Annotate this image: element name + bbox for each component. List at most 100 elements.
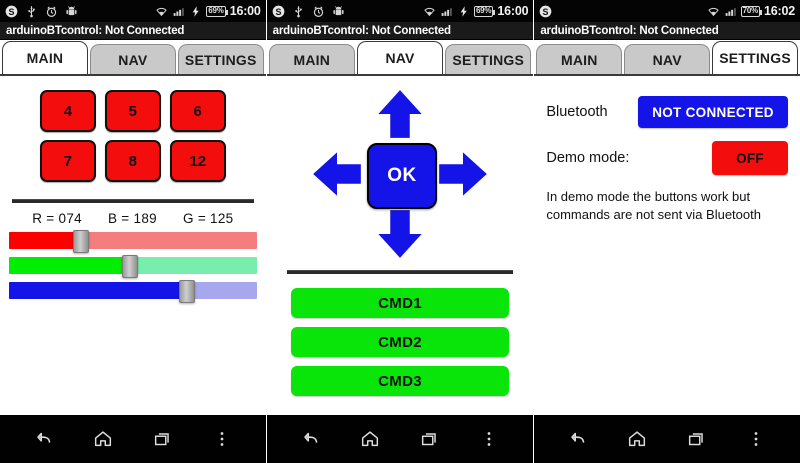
screen-divider xyxy=(533,0,535,463)
status-bar-right-icons: 69% 16:00 xyxy=(155,4,261,18)
status-bar: S 70% 16:02 xyxy=(534,0,800,22)
battery-indicator: 69% xyxy=(473,5,496,17)
bluetooth-status-button[interactable]: NOT CONNECTED xyxy=(638,96,789,128)
tab-underline xyxy=(534,74,800,76)
menu-button[interactable] xyxy=(472,422,506,456)
slider-red-thumb[interactable] xyxy=(72,230,89,253)
demo-mode-toggle[interactable]: OFF xyxy=(712,141,789,175)
slider-blue-thumb[interactable] xyxy=(179,280,196,303)
back-button[interactable] xyxy=(561,422,595,456)
charging-icon xyxy=(457,5,470,18)
tab-nav[interactable]: NAV xyxy=(624,44,711,74)
tab-main[interactable]: MAIN xyxy=(2,41,88,74)
charging-icon xyxy=(189,5,202,18)
tab-nav[interactable]: NAV xyxy=(356,41,444,74)
arrow-down-icon[interactable] xyxy=(374,208,426,260)
skype-icon: S xyxy=(5,5,18,18)
tab-bar: MAIN NAV SETTINGS xyxy=(266,40,534,74)
cmd2-button[interactable]: CMD2 xyxy=(290,327,510,357)
svg-text:S: S xyxy=(543,6,549,16)
home-button[interactable] xyxy=(353,422,387,456)
recents-button[interactable] xyxy=(146,422,180,456)
tab-main-label: MAIN xyxy=(293,51,331,68)
num-button-5[interactable]: 5 xyxy=(104,90,161,132)
tab-settings-label: SETTINGS xyxy=(184,51,257,68)
arrow-up-icon[interactable] xyxy=(374,88,426,140)
cmd2-label: CMD2 xyxy=(378,333,422,351)
clock: 16:00 xyxy=(229,4,261,18)
status-bar: S 69% 16:00 xyxy=(0,0,266,22)
tab-settings[interactable]: SETTINGS xyxy=(177,44,264,74)
rgb-label-g: G = 125 xyxy=(182,211,234,226)
signal-icon xyxy=(724,5,737,18)
tab-underline xyxy=(266,74,534,76)
num-button-8[interactable]: 8 xyxy=(104,140,161,182)
back-button[interactable] xyxy=(27,422,61,456)
tab-main[interactable]: MAIN xyxy=(536,44,623,74)
home-button[interactable] xyxy=(620,422,654,456)
arrow-left-icon[interactable] xyxy=(311,148,363,200)
clock: 16:00 xyxy=(497,4,529,18)
tab-main-label: MAIN xyxy=(26,50,64,66)
menu-button[interactable] xyxy=(205,422,239,456)
num-button-12-label: 12 xyxy=(189,152,207,170)
slider-red[interactable] xyxy=(9,230,257,253)
skype-icon: S xyxy=(272,5,285,18)
wifi-icon xyxy=(155,5,168,18)
num-button-7[interactable]: 7 xyxy=(40,140,96,182)
num-button-5-label: 5 xyxy=(128,102,137,120)
status-bar-left-icons: S xyxy=(539,5,706,18)
numeric-button-grid: 4 5 6 7 8 12 xyxy=(0,76,266,182)
svg-text:S: S xyxy=(9,6,15,16)
app-title-bar: arduinoBTcontrol: Not Connected xyxy=(266,22,534,40)
settings-panel-body: Bluetooth NOT CONNECTED Demo mode: OFF I… xyxy=(534,76,800,415)
recents-button[interactable] xyxy=(680,422,714,456)
screen-nav: S 69% 16:00 arduinoBTcontrol: Not Connec… xyxy=(266,0,534,463)
arrow-right-icon[interactable] xyxy=(437,148,489,200)
slider-blue-fill xyxy=(9,282,188,299)
battery-percent: 69% xyxy=(475,6,492,15)
dpad: OK xyxy=(305,88,495,260)
tab-main-label: MAIN xyxy=(561,51,598,68)
rgb-value-row: R = 074 B = 189 G = 125 xyxy=(0,211,266,226)
tab-settings-label: SETTINGS xyxy=(452,51,525,68)
back-button[interactable] xyxy=(294,422,328,456)
demo-mode-status-label: OFF xyxy=(736,150,764,166)
recents-button[interactable] xyxy=(413,422,447,456)
slider-blue[interactable] xyxy=(9,280,257,303)
status-bar-left-icons: S xyxy=(272,5,423,18)
tab-settings-label: SETTINGS xyxy=(719,50,791,66)
tab-settings[interactable]: SETTINGS xyxy=(712,41,799,74)
alarm-icon xyxy=(45,5,58,18)
tab-settings[interactable]: SETTINGS xyxy=(445,44,532,74)
num-button-12[interactable]: 12 xyxy=(169,140,226,182)
android-icon xyxy=(332,5,345,18)
menu-button[interactable] xyxy=(739,422,773,456)
wifi-icon xyxy=(423,5,436,18)
android-icon xyxy=(65,5,78,18)
screen-settings: S 70% 16:02 arduinoBTcontrol: Not Connec… xyxy=(534,0,800,463)
num-button-4[interactable]: 4 xyxy=(40,90,96,132)
status-bar-right-icons: 69% 16:00 xyxy=(423,4,529,18)
slider-green[interactable] xyxy=(9,255,257,278)
tab-nav[interactable]: NAV xyxy=(89,44,176,74)
tab-bar: MAIN NAV SETTINGS xyxy=(0,40,266,74)
system-nav-bar xyxy=(534,415,800,463)
battery-indicator: 70% xyxy=(740,5,763,17)
ok-button-label: OK xyxy=(387,165,417,186)
divider xyxy=(286,270,514,274)
num-button-6[interactable]: 6 xyxy=(169,90,226,132)
wifi-icon xyxy=(707,5,720,18)
home-button[interactable] xyxy=(86,422,120,456)
demo-mode-note: In demo mode the buttons work but comman… xyxy=(546,189,761,222)
divider xyxy=(12,199,254,203)
usb-icon xyxy=(25,5,38,18)
ok-button[interactable]: OK xyxy=(367,143,437,209)
cmd1-button[interactable]: CMD1 xyxy=(290,288,510,318)
num-button-7-label: 7 xyxy=(63,152,73,170)
command-buttons: CMD1 CMD2 CMD3 xyxy=(267,274,534,396)
slider-green-thumb[interactable] xyxy=(122,255,139,278)
skype-icon: S xyxy=(539,5,552,18)
tab-main[interactable]: MAIN xyxy=(268,44,355,74)
cmd3-button[interactable]: CMD3 xyxy=(290,366,510,396)
